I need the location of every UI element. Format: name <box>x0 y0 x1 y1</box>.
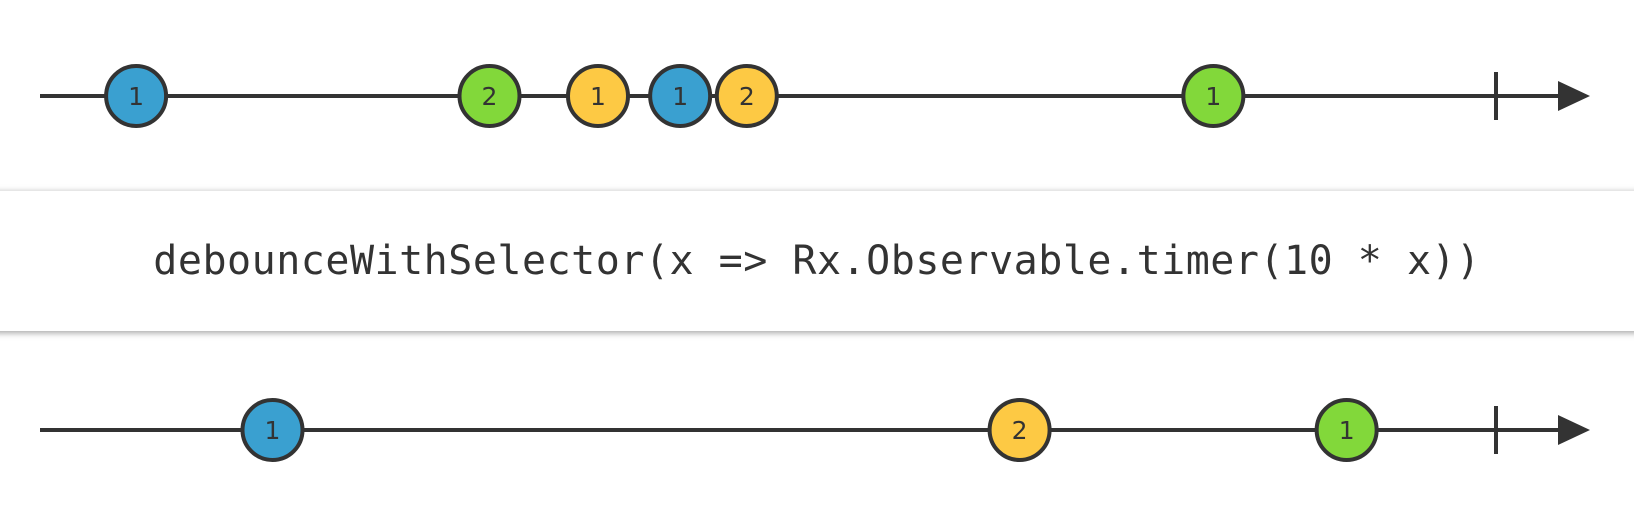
output-marble-label: 1 <box>265 416 281 445</box>
operator-box: debounceWithSelector(x => Rx.Observable.… <box>0 190 1634 331</box>
operator-text: debounceWithSelector(x => Rx.Observable.… <box>153 238 1481 284</box>
output-arrow-head <box>1558 415 1590 445</box>
output-marble-label: 2 <box>1012 416 1028 445</box>
output-timeline: 1 2 1 <box>0 360 1634 500</box>
input-marble-label: 1 <box>1205 82 1221 111</box>
output-marble: 1 <box>240 398 305 462</box>
input-marble-label: 2 <box>482 82 498 111</box>
input-marble-circle <box>104 64 169 128</box>
input-timeline-svg: 1 2 1 1 2 1 <box>40 64 1590 128</box>
input-marble: 2 <box>714 64 779 128</box>
output-marble: 1 <box>1314 398 1379 462</box>
output-marble-circle <box>240 398 305 462</box>
input-marble-circle <box>566 64 630 128</box>
input-marble-label: 2 <box>739 82 755 111</box>
output-marble-circle <box>1314 398 1379 462</box>
output-marble-circle <box>987 398 1052 462</box>
input-timeline: 1 2 1 1 2 1 <box>0 26 1634 166</box>
input-marble-label: 1 <box>590 82 606 111</box>
output-marble: 2 <box>987 398 1052 462</box>
input-marble-circle <box>457 64 522 128</box>
input-marble-label: 1 <box>128 82 144 111</box>
input-marble-circle <box>648 64 713 128</box>
input-marble-label: 1 <box>672 82 688 111</box>
input-marble: 1 <box>104 64 169 128</box>
input-marble: 2 <box>457 64 522 128</box>
input-marble-circle <box>714 64 779 128</box>
input-arrow-head <box>1558 81 1590 111</box>
input-marble: 1 <box>648 64 713 128</box>
input-marble-circle <box>1181 64 1246 128</box>
output-marble-label: 1 <box>1339 416 1355 445</box>
input-marble: 1 <box>566 64 630 128</box>
output-timeline-svg: 1 2 1 <box>40 398 1590 462</box>
input-marble: 1 <box>1181 64 1246 128</box>
